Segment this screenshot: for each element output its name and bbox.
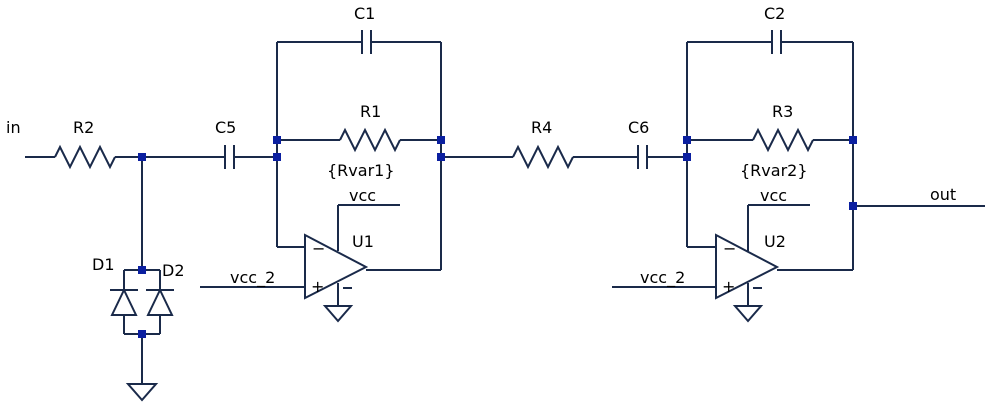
label-c2: C2 bbox=[764, 4, 785, 23]
label-d1: D1 bbox=[92, 255, 115, 274]
junction-nodes bbox=[138, 136, 857, 338]
u1-minus-sign: − bbox=[312, 239, 325, 258]
junction-stage1-r1-left bbox=[273, 136, 281, 144]
junction-r2-c5 bbox=[138, 153, 146, 161]
capacitor-c1 bbox=[362, 30, 371, 54]
ground-symbol-diodes bbox=[128, 384, 156, 400]
label-u1: U1 bbox=[352, 232, 374, 251]
label-r3: R3 bbox=[772, 102, 793, 121]
capacitor-c5 bbox=[225, 145, 234, 169]
resistor-r2 bbox=[55, 147, 115, 167]
capacitor-c2 bbox=[772, 30, 781, 54]
opamp-u1 bbox=[305, 235, 366, 298]
u2-plus-sign: + bbox=[722, 277, 735, 296]
junction-stage2-r3-right bbox=[849, 136, 857, 144]
junction-stage2-input bbox=[683, 153, 691, 161]
label-r2: R2 bbox=[73, 118, 94, 137]
resistor-r3 bbox=[753, 130, 813, 150]
resistor-r1 bbox=[340, 130, 400, 150]
label-d2: D2 bbox=[162, 261, 185, 280]
ground-symbol-u2 bbox=[735, 306, 761, 321]
label-c5: C5 bbox=[215, 118, 236, 137]
diode-d1 bbox=[110, 290, 138, 315]
capacitor-c6 bbox=[638, 145, 647, 169]
net-label-vcc-u2: vcc bbox=[760, 186, 787, 205]
junction-stage1-input bbox=[273, 153, 281, 161]
junction-stage1-output bbox=[437, 153, 445, 161]
opamp-u2 bbox=[716, 235, 777, 298]
net-label-vcc2-u1: vcc_2 bbox=[230, 268, 275, 288]
diode-d2 bbox=[146, 290, 174, 315]
net-label-out: out bbox=[930, 185, 956, 204]
resistor-r4 bbox=[513, 147, 573, 167]
label-u2: U2 bbox=[764, 232, 786, 251]
junction-diode-top bbox=[138, 266, 146, 274]
junction-output bbox=[849, 202, 857, 210]
junction-stage2-r3-left bbox=[683, 136, 691, 144]
label-c1: C1 bbox=[354, 4, 375, 23]
net-label-vcc-u1: vcc bbox=[349, 186, 376, 205]
junction-stage1-r1-right bbox=[437, 136, 445, 144]
u1-plus-sign: + bbox=[311, 277, 324, 296]
ground-symbol-u1 bbox=[325, 306, 351, 321]
u2-minus-sign: − bbox=[723, 239, 736, 258]
value-r1: {Rvar1} bbox=[327, 161, 395, 180]
net-label-vcc2-u2: vcc_2 bbox=[640, 268, 685, 288]
value-r3: {Rvar2} bbox=[740, 161, 808, 180]
label-r1: R1 bbox=[360, 102, 381, 121]
net-label-in: in bbox=[6, 118, 21, 137]
junction-diode-bottom bbox=[138, 330, 146, 338]
label-r4: R4 bbox=[531, 118, 552, 137]
label-c6: C6 bbox=[628, 118, 649, 137]
